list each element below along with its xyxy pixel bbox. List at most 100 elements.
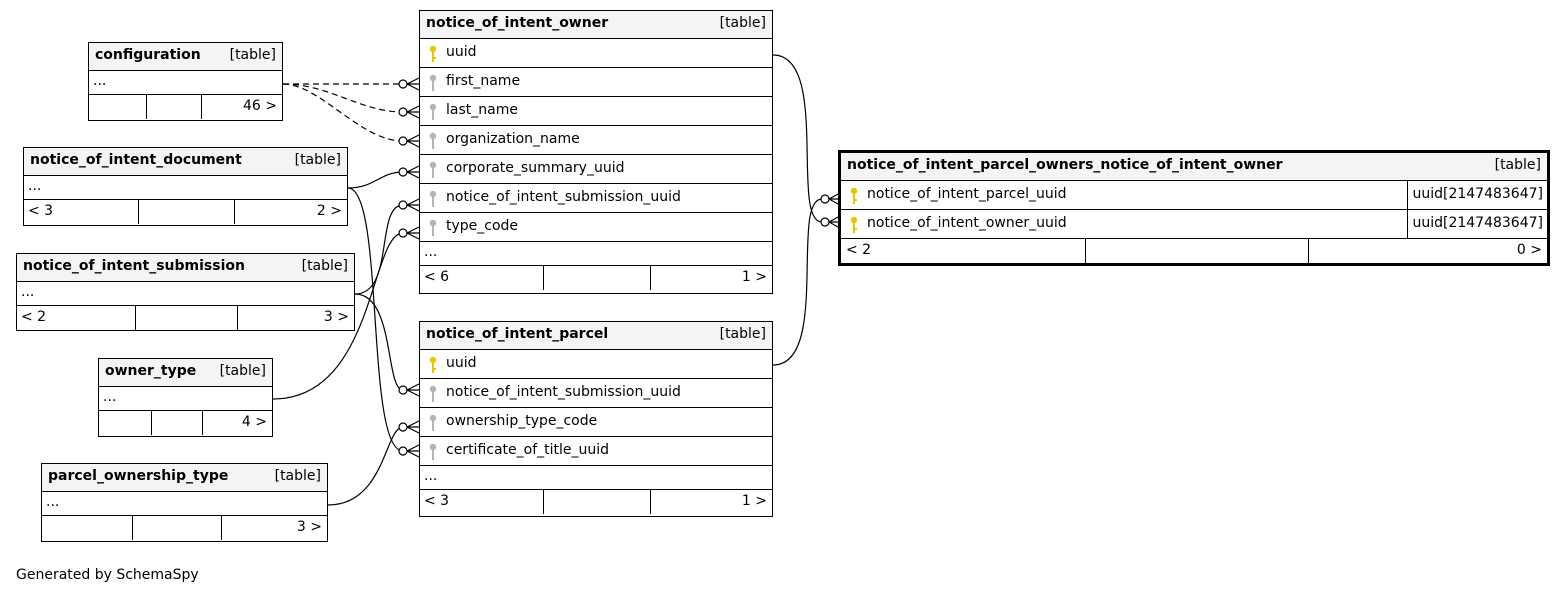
primary-key-icon	[429, 45, 437, 62]
table-notice-of-intent-owner[interactable]: notice_of_intent_owner [table] uuid firs…	[419, 10, 773, 294]
children-count: 2 >	[316, 203, 342, 219]
more-columns: ...	[24, 176, 347, 200]
crow-foot-marker	[398, 79, 408, 89]
table-notice-of-intent-document[interactable]: notice_of_intent_document [table] ... < …	[23, 147, 348, 226]
foreign-key-icon	[429, 74, 437, 91]
more-columns: ...	[89, 71, 282, 95]
table-kind: [table]	[1494, 157, 1541, 173]
edge-configuration-organization-name	[282, 83, 404, 142]
table-kind: [table]	[294, 152, 341, 168]
table-kind: [table]	[301, 258, 348, 274]
crow-foot-marker	[398, 107, 408, 117]
edge-ownership-type-code	[327, 426, 404, 506]
table-name: notice_of_intent_submission	[23, 258, 245, 274]
edge-submission-parcel	[354, 293, 404, 391]
generated-by-credit: Generated by SchemaSpy	[16, 567, 199, 583]
column-type: uuid[2147483647]	[1407, 210, 1547, 238]
foreign-key-icon	[429, 385, 437, 402]
table-header: notice_of_intent_parcel [table]	[420, 322, 772, 350]
column-name: last_name	[446, 102, 518, 118]
parents-count: < 2	[846, 242, 872, 258]
column-row[interactable]: notice_of_intent_submission_uuid	[420, 184, 772, 213]
more-columns: ...	[420, 242, 772, 266]
table-footer: < 3 1 >	[420, 490, 772, 514]
column-name: notice_of_intent_owner_uuid	[867, 215, 1067, 231]
table-header: configuration [table]	[89, 43, 282, 71]
table-name: notice_of_intent_owner	[426, 15, 609, 31]
crow-foot-marker	[398, 200, 408, 210]
column-row[interactable]: last_name	[420, 97, 772, 126]
column-name: organization_name	[446, 131, 580, 147]
column-row[interactable]: corporate_summary_uuid	[420, 155, 772, 184]
parents-count: < 6	[424, 269, 450, 285]
foreign-key-icon	[429, 443, 437, 460]
table-name: configuration	[95, 47, 201, 63]
column-row[interactable]: ownership_type_code	[420, 408, 772, 437]
children-count: 3 >	[323, 309, 349, 325]
column-row[interactable]: organization_name	[420, 126, 772, 155]
crow-foot-marker	[398, 422, 408, 432]
table-notice-of-intent-parcel[interactable]: notice_of_intent_parcel [table] uuid not…	[419, 321, 773, 517]
table-owner-type[interactable]: owner_type [table] ... 4 >	[98, 358, 273, 437]
edge-parcel-uuid-join	[772, 198, 823, 366]
table-name: notice_of_intent_parcel_owners_notice_of…	[847, 157, 1283, 173]
column-name: notice_of_intent_parcel_uuid	[867, 186, 1067, 202]
foreign-key-icon	[429, 161, 437, 178]
column-name: uuid	[446, 355, 477, 371]
edge-owner-type-type-code	[272, 232, 404, 400]
children-count: 3 >	[296, 519, 322, 535]
column-row[interactable]: notice_of_intent_owner_uuid uuid[2147483…	[841, 210, 1547, 239]
foreign-key-icon	[429, 103, 437, 120]
table-name: owner_type	[105, 363, 197, 379]
table-notice-of-intent-parcel-owners-notice-of-intent-owner[interactable]: notice_of_intent_parcel_owners_notice_of…	[838, 150, 1550, 266]
column-type: uuid[2147483647]	[1407, 181, 1547, 209]
column-name: first_name	[446, 73, 521, 89]
crow-foot-marker	[398, 136, 408, 146]
children-count: 4 >	[241, 414, 267, 430]
table-header: notice_of_intent_document [table]	[24, 148, 347, 176]
table-kind: [table]	[219, 363, 266, 379]
table-footer: 3 >	[42, 516, 327, 540]
table-header: notice_of_intent_submission [table]	[17, 254, 354, 282]
more-columns: ...	[42, 492, 327, 516]
column-name: ownership_type_code	[446, 413, 598, 429]
table-header: parcel_ownership_type [table]	[42, 464, 327, 492]
column-name: certificate_of_title_uuid	[446, 442, 610, 458]
more-columns: ...	[420, 466, 772, 490]
foreign-key-icon	[429, 219, 437, 236]
column-row[interactable]: type_code	[420, 213, 772, 242]
children-count: 1 >	[741, 269, 767, 285]
table-kind: [table]	[229, 47, 276, 63]
table-footer: < 2 3 >	[17, 306, 354, 330]
more-columns: ...	[99, 387, 272, 411]
column-row[interactable]: first_name	[420, 68, 772, 97]
crow-foot-marker	[398, 385, 408, 395]
edge-document-corporate-summary	[347, 171, 404, 189]
foreign-key-icon	[429, 132, 437, 149]
table-footer: < 2 0 >	[841, 239, 1547, 263]
edge-document-certificate	[347, 187, 404, 452]
table-footer: < 3 2 >	[24, 200, 347, 224]
edge-owner-uuid-join	[772, 54, 823, 223]
primary-key-icon	[850, 216, 858, 233]
crow-foot-marker	[820, 217, 830, 227]
column-row[interactable]: uuid	[420, 350, 772, 379]
crow-foot-marker	[398, 228, 408, 238]
column-row[interactable]: notice_of_intent_parcel_uuid uuid[214748…	[841, 181, 1547, 210]
edge-submission-owner	[354, 204, 404, 295]
column-row[interactable]: notice_of_intent_submission_uuid	[420, 379, 772, 408]
parents-count: < 3	[28, 203, 54, 219]
column-name: notice_of_intent_submission_uuid	[446, 384, 681, 400]
table-parcel-ownership-type[interactable]: parcel_ownership_type [table] ... 3 >	[41, 463, 328, 542]
table-configuration[interactable]: configuration [table] ... 46 >	[88, 42, 283, 121]
column-row[interactable]: certificate_of_title_uuid	[420, 437, 772, 466]
table-notice-of-intent-submission[interactable]: notice_of_intent_submission [table] ... …	[16, 253, 355, 331]
foreign-key-icon	[429, 190, 437, 207]
table-footer: 4 >	[99, 411, 272, 435]
children-count: 1 >	[741, 493, 767, 509]
parents-count: < 3	[424, 493, 450, 509]
column-row[interactable]: uuid	[420, 39, 772, 68]
column-name: uuid	[446, 44, 477, 60]
column-name: notice_of_intent_submission_uuid	[446, 189, 681, 205]
